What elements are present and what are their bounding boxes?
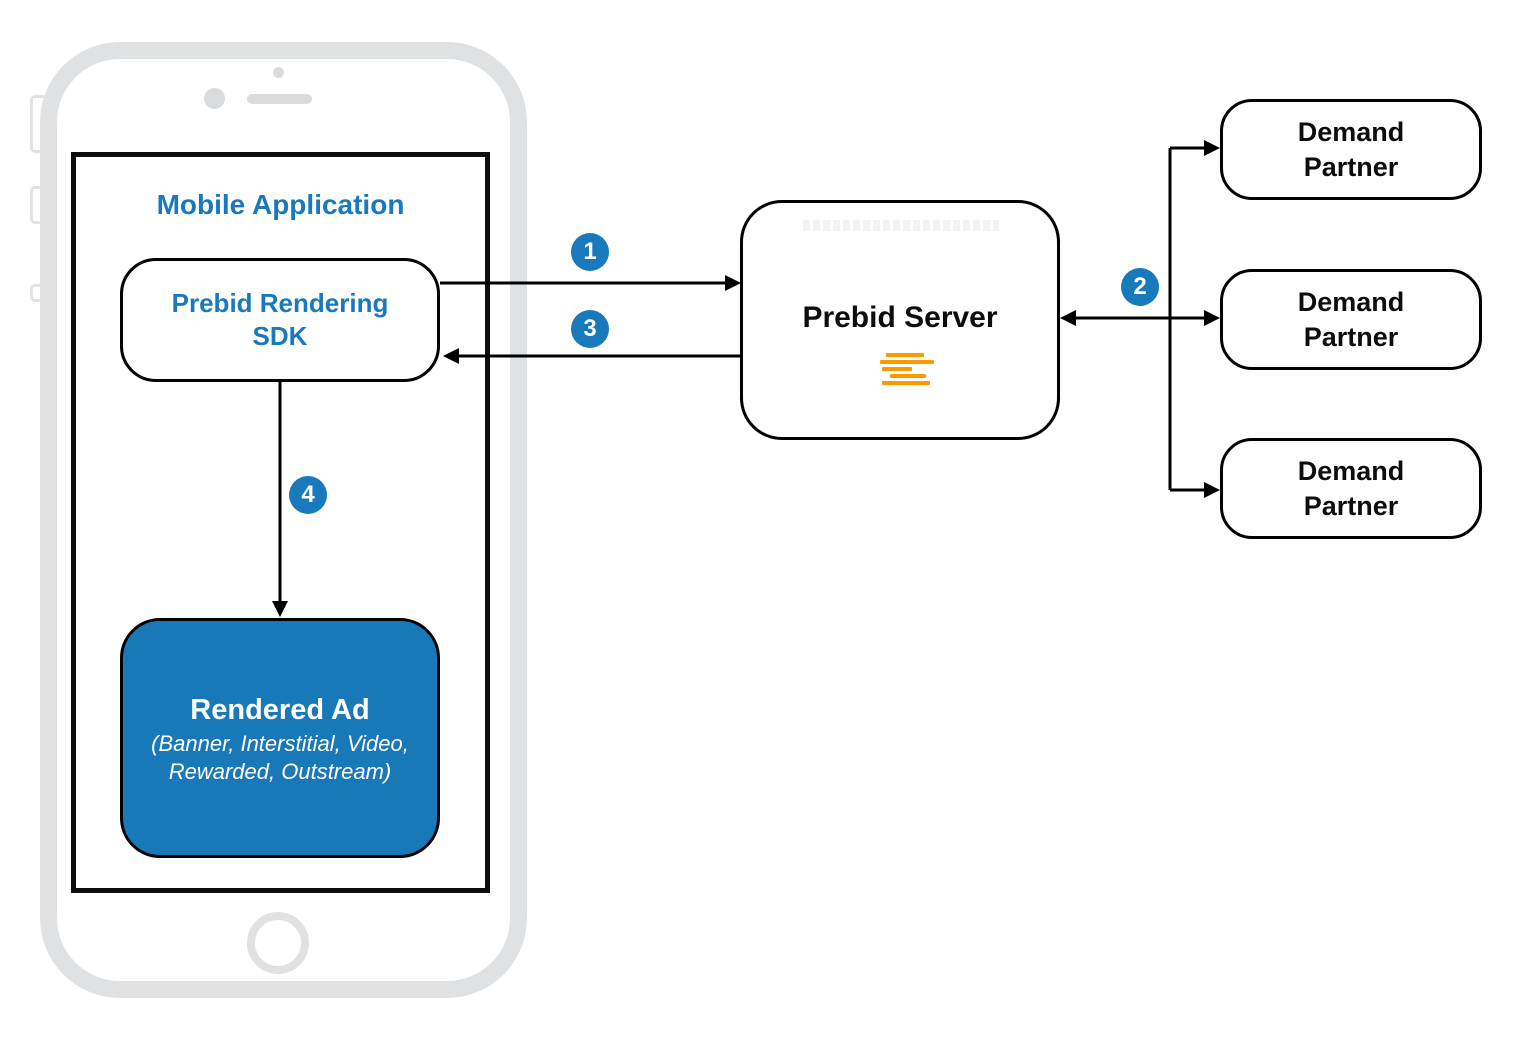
phone-speaker-icon bbox=[247, 94, 312, 104]
faded-placeholder-text bbox=[803, 220, 999, 231]
step-badge-3: 3 bbox=[571, 310, 609, 348]
demand-partner-label-line2: Partner bbox=[1303, 490, 1399, 521]
sdk-label-line1: Prebid Rendering bbox=[171, 288, 389, 318]
step-badge-2: 2 bbox=[1121, 268, 1159, 306]
arrow-server-to-demand-partners bbox=[1060, 140, 1220, 498]
prebid-server-box: Prebid Server bbox=[740, 200, 1060, 440]
phone-frame bbox=[40, 42, 527, 998]
rendered-ad-title: Rendered Ad bbox=[190, 694, 370, 726]
phone-sensor-dot-icon bbox=[273, 67, 284, 78]
step-badge-1: 1 bbox=[571, 233, 609, 271]
demand-partner-label-line1: Demand bbox=[1297, 455, 1405, 486]
phone-camera-icon bbox=[204, 88, 225, 109]
prebid-server-label: Prebid Server bbox=[802, 301, 998, 334]
demand-partner-box-2: Demand Partner bbox=[1220, 269, 1482, 370]
demand-partner-label-line1: Demand bbox=[1297, 116, 1405, 147]
demand-partner-label-line2: Partner bbox=[1303, 321, 1399, 352]
sdk-label-line2: SDK bbox=[252, 321, 308, 351]
prebid-logo-bar bbox=[886, 353, 924, 357]
mobile-application-title: Mobile Application bbox=[156, 189, 405, 220]
rendered-ad-subtitle-line2: Rewarded, Outstream) bbox=[168, 759, 392, 784]
prebid-logo-icon bbox=[880, 353, 938, 385]
phone-home-button bbox=[247, 912, 309, 974]
rendered-ad-box: Rendered Ad (Banner, Interstitial, Video… bbox=[120, 618, 440, 858]
prebid-rendering-sdk-box: Prebid Rendering SDK bbox=[120, 258, 440, 382]
prebid-logo-bar bbox=[882, 381, 930, 385]
prebid-logo-bar bbox=[880, 360, 934, 364]
prebid-logo-bar bbox=[882, 367, 912, 371]
demand-partner-box-3: Demand Partner bbox=[1220, 438, 1482, 539]
demand-partner-label-line1: Demand bbox=[1297, 286, 1405, 317]
step-badge-4: 4 bbox=[289, 476, 327, 514]
prebid-logo-bar bbox=[890, 374, 926, 378]
demand-partner-label-line2: Partner bbox=[1303, 151, 1399, 182]
demand-partner-box-1: Demand Partner bbox=[1220, 99, 1482, 200]
rendered-ad-subtitle-line1: (Banner, Interstitial, Video, bbox=[151, 731, 409, 756]
